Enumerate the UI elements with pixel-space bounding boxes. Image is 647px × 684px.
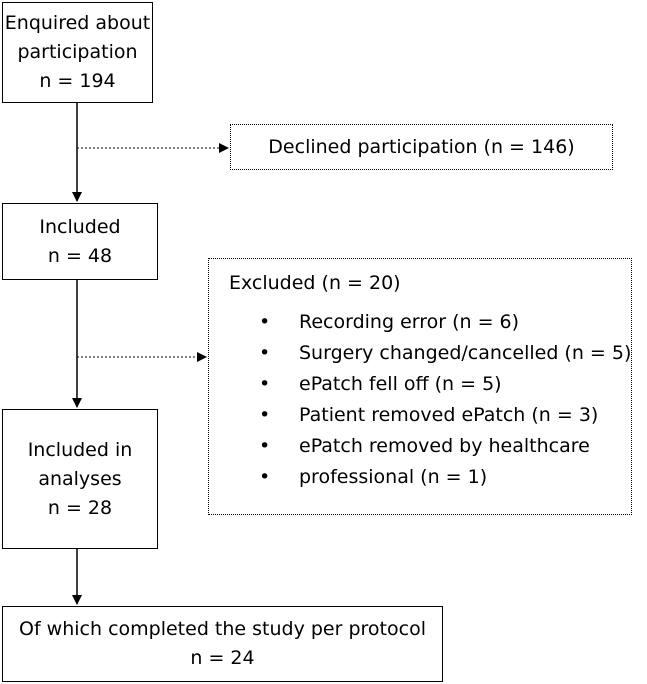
excluded-reason: • Surgery changed/cancelled (n = 5) xyxy=(229,338,631,369)
enquired-line-2: participation xyxy=(17,41,138,63)
included-box: Included n = 48 xyxy=(2,203,158,280)
completed-label: Of which completed the study per protoco… xyxy=(19,618,426,640)
bullet-marker: • xyxy=(259,435,271,457)
bullet-marker: • xyxy=(259,404,271,426)
included-label: Included xyxy=(39,215,121,238)
bullet-marker: • xyxy=(259,342,271,364)
excluded-reason: • ePatch fell off (n = 5) xyxy=(229,369,631,400)
declined-box: Declined participation (n = 146) xyxy=(230,124,613,170)
excluded-reason: • ePatch removed by healthcare xyxy=(229,431,631,462)
bullet-marker: • xyxy=(259,311,271,333)
excluded-reason-text: Recording error (n = 6) xyxy=(299,311,520,333)
excluded-reason-text: ePatch fell off (n = 5) xyxy=(299,373,502,395)
excluded-reason: • Patient removed ePatch (n = 3) xyxy=(229,400,631,431)
analysed-count: n = 28 xyxy=(47,496,113,519)
excluded-reasons-list: • Recording error (n = 6) • Surgery change… xyxy=(229,307,631,493)
excluded-reason-text: Patient removed ePatch (n = 3) xyxy=(299,404,599,426)
excluded-reason-text: professional (n = 1) xyxy=(299,466,488,488)
completed-box: Of which completed the study per protoco… xyxy=(2,606,443,682)
excluded-reason: • professional (n = 1) xyxy=(229,462,631,493)
analysed-line-1: Included in xyxy=(27,438,133,461)
enquired-line-1: Enquired about xyxy=(4,12,151,34)
excluded-reason-text: Surgery changed/cancelled (n = 5) xyxy=(299,342,632,364)
bullet-marker: • xyxy=(259,466,271,488)
completed-count: n = 24 xyxy=(190,647,255,669)
analysed-line-2: analyses xyxy=(38,467,122,490)
enquired-count: n = 194 xyxy=(39,70,116,92)
excluded-reason: • Recording error (n = 6) xyxy=(229,307,631,338)
excluded-reason-text: ePatch removed by healthcare xyxy=(299,435,590,457)
enquired-box: Enquired about participation n = 194 xyxy=(2,2,153,103)
included-count: n = 48 xyxy=(47,244,113,267)
analysed-box: Included in analyses n = 28 xyxy=(2,409,158,549)
bullet-marker: • xyxy=(259,373,271,395)
excluded-box: Excluded (n = 20) • Recording error (n = … xyxy=(208,258,632,515)
declined-label: Declined participation (n = 146) xyxy=(268,135,575,158)
excluded-title: Excluded (n = 20) xyxy=(229,272,401,294)
